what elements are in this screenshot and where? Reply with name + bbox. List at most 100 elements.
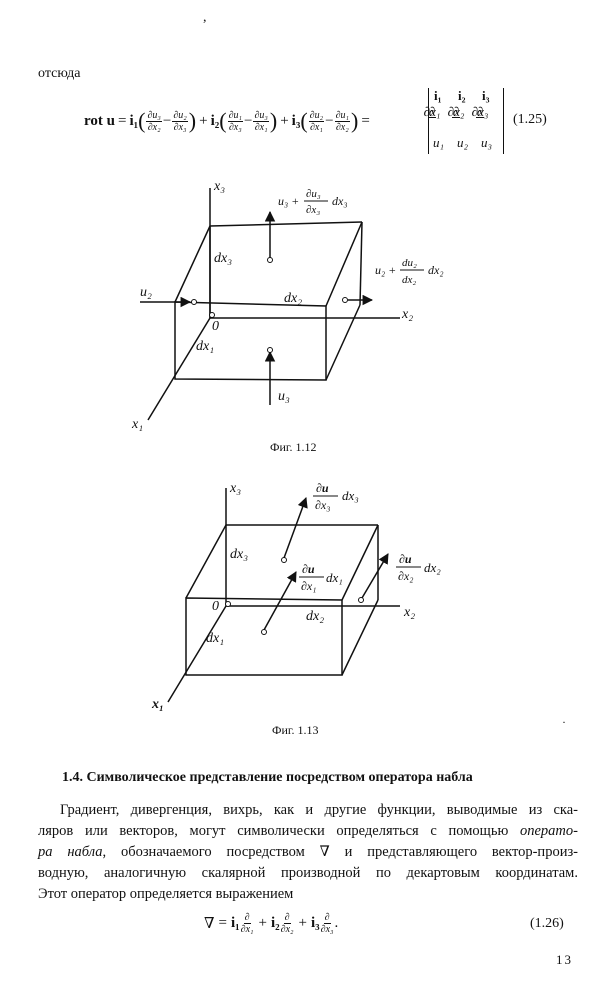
point-marker [225, 601, 231, 607]
point-marker [342, 297, 348, 303]
label-x1: x₁ [151, 697, 164, 712]
fraction-du1-dx2: ∂u₁∂x₂ [334, 109, 350, 133]
label-dx1: dx₁ [196, 339, 214, 354]
point-marker [261, 629, 267, 635]
label-top-flux-num: ∂u₃ [306, 188, 321, 200]
paren-close: ) [350, 108, 359, 133]
det-i1: i₁ [434, 88, 442, 103]
det-u1: u₁ [433, 135, 445, 150]
det-i3: i₃ [482, 88, 490, 103]
point-marker [209, 312, 215, 318]
plus-sign: + [258, 915, 267, 931]
box-edge [325, 304, 361, 381]
rot-u: rot u [84, 112, 115, 129]
section-heading: 1.4. Символическое представление посредс… [62, 770, 473, 785]
fraction-d-dx1: ∂∂x₁ [240, 912, 254, 935]
plus-sign: + [298, 915, 307, 931]
label-top-flux-den: ∂x₃ [306, 204, 320, 216]
nabla-symbol: ∇ [204, 916, 215, 932]
box-edge [341, 599, 379, 676]
label-dx3: dx₃ [230, 547, 248, 562]
fraction-du3-dx2: ∂u₃∂x₂ [146, 109, 162, 133]
plus-sign: + [280, 112, 289, 129]
unit-vector-i2: i₂ [270, 915, 280, 931]
label-dx1: dx₁ [206, 631, 224, 646]
unit-vector-i1: i₁ [230, 915, 240, 931]
label-right-flux-num: du₂ [402, 257, 417, 269]
label-u2: u₂ [140, 285, 152, 300]
point-marker [358, 597, 364, 603]
box-edge [341, 524, 379, 601]
label-x2: x₂ [403, 605, 415, 620]
arrow-middle [263, 571, 297, 631]
line-3: ра набла, обозначаемого посредством ∇ и … [38, 844, 579, 860]
dot-mark: · [562, 715, 566, 729]
label-top-flux-a: u₃ + [278, 194, 299, 208]
fraction-du2-dx1: ∂u₂∂x₁ [308, 109, 325, 133]
point-marker [267, 257, 273, 263]
label-top-num: ∂u [316, 481, 329, 495]
label-mid-b: dx₁ [326, 570, 343, 585]
determinant: i₁ i₂ i₃ ∂∂x₁ ∂∂x₂ ∂∂x₃ u₁ u₂ u₃ [424, 88, 504, 154]
label-top-b: dx₃ [342, 488, 359, 503]
line-2: ляров или векторов, могут символически о… [38, 823, 578, 839]
box-edge [325, 221, 363, 307]
label-dx3: dx₃ [214, 251, 232, 266]
axis-x1 [167, 605, 227, 703]
equation-number-1-26: (1.26) [530, 916, 564, 931]
minus-sign: − [243, 112, 253, 129]
fraction-du1-dx3: ∂u₁∂x₃ [227, 109, 243, 133]
label-mid-num: ∂u [302, 562, 315, 576]
unit-vector-i3: i₃ [291, 112, 301, 129]
minus-sign: − [325, 112, 334, 129]
fraction-du3-dx1: ∂u₃∂x₁ [253, 109, 269, 133]
label-dx2: dx₂ [284, 291, 302, 306]
unit-vector-i1: i₁ [129, 112, 139, 129]
paren-open: ( [300, 108, 308, 133]
label-x2: x₂ [401, 307, 413, 322]
paren-open: ( [219, 108, 227, 133]
box-edge [174, 225, 211, 303]
paren-close: ) [269, 108, 278, 133]
point-marker [191, 299, 197, 305]
label-u3: u₃ [278, 389, 290, 404]
minus-sign: − [162, 112, 172, 129]
page-number: 13 [556, 952, 573, 967]
fraction-d-dx2: ∂∂x₂ [280, 912, 294, 935]
otsyuda-word: отсюда [38, 66, 81, 81]
label-mid-den: ∂x₁ [301, 579, 316, 593]
equation-1-26: ∇ = i₁ ∂∂x₁ + i₂ ∂∂x₂ + i₃ ∂∂x₃ . [204, 912, 338, 935]
axis-x1 [147, 317, 211, 421]
paren-open: ( [138, 108, 146, 133]
box-edge [209, 221, 363, 227]
label-right-flux-a: u₂ + [375, 263, 396, 277]
figure-1-13: x₃ x₂ x₁ 0 dx₁ dx₂ dx₃ ∂u ∂x₃ dx₃ ∂u ∂x₁… [151, 481, 441, 712]
line-5: Этот оператор определяется выражением [38, 886, 294, 902]
body-paragraph: Градиент, дивергенция, вихрь, как и друг… [38, 800, 578, 821]
fraction-d-dx3: ∂∂x₃ [320, 912, 334, 935]
figure-1-13-caption: Фиг. 1.13 [272, 723, 319, 737]
point-marker [281, 557, 287, 563]
arrow-top [283, 497, 308, 559]
box-edge [185, 524, 227, 599]
paren-close: ) [188, 108, 197, 133]
label-x3: x₃ [213, 179, 225, 194]
label-top-flux-b: dx₃ [332, 194, 348, 208]
label-right-den: ∂x₂ [398, 569, 413, 583]
point-marker [267, 347, 273, 353]
unit-vector-i2: i₂ [210, 112, 220, 129]
stray-mark: , [203, 10, 207, 25]
figure-1-12: x₃ x₂ x₁ 0 dx₁ dx₂ dx₃ u₂ u₃ u₃ + ∂u₃ ∂x… [131, 179, 444, 432]
equals-sign: = [361, 112, 370, 129]
fraction-du2-dx3: ∂u₂∂x₃ [172, 109, 188, 133]
label-right-flux-den: dx₂ [402, 274, 416, 286]
label-right-b: dx₂ [424, 560, 441, 575]
figure-1-12-caption: Фиг. 1.12 [270, 440, 317, 454]
det-i2: i₂ [458, 88, 466, 103]
body-paragraph-cont: ляров или векторов, могут символически о… [38, 821, 578, 905]
equation-number-1-25: (1.25) [513, 112, 547, 127]
line-1: Градиент, дивергенция, вихрь, как и друг… [60, 802, 578, 818]
label-x1: x₁ [131, 417, 143, 432]
equation-1-25: rot u = i₁ ( ∂u₃∂x₂ − ∂u₂∂x₃ ) + i₂ ( ∂u… [84, 108, 370, 134]
label-x3: x₃ [229, 481, 241, 496]
